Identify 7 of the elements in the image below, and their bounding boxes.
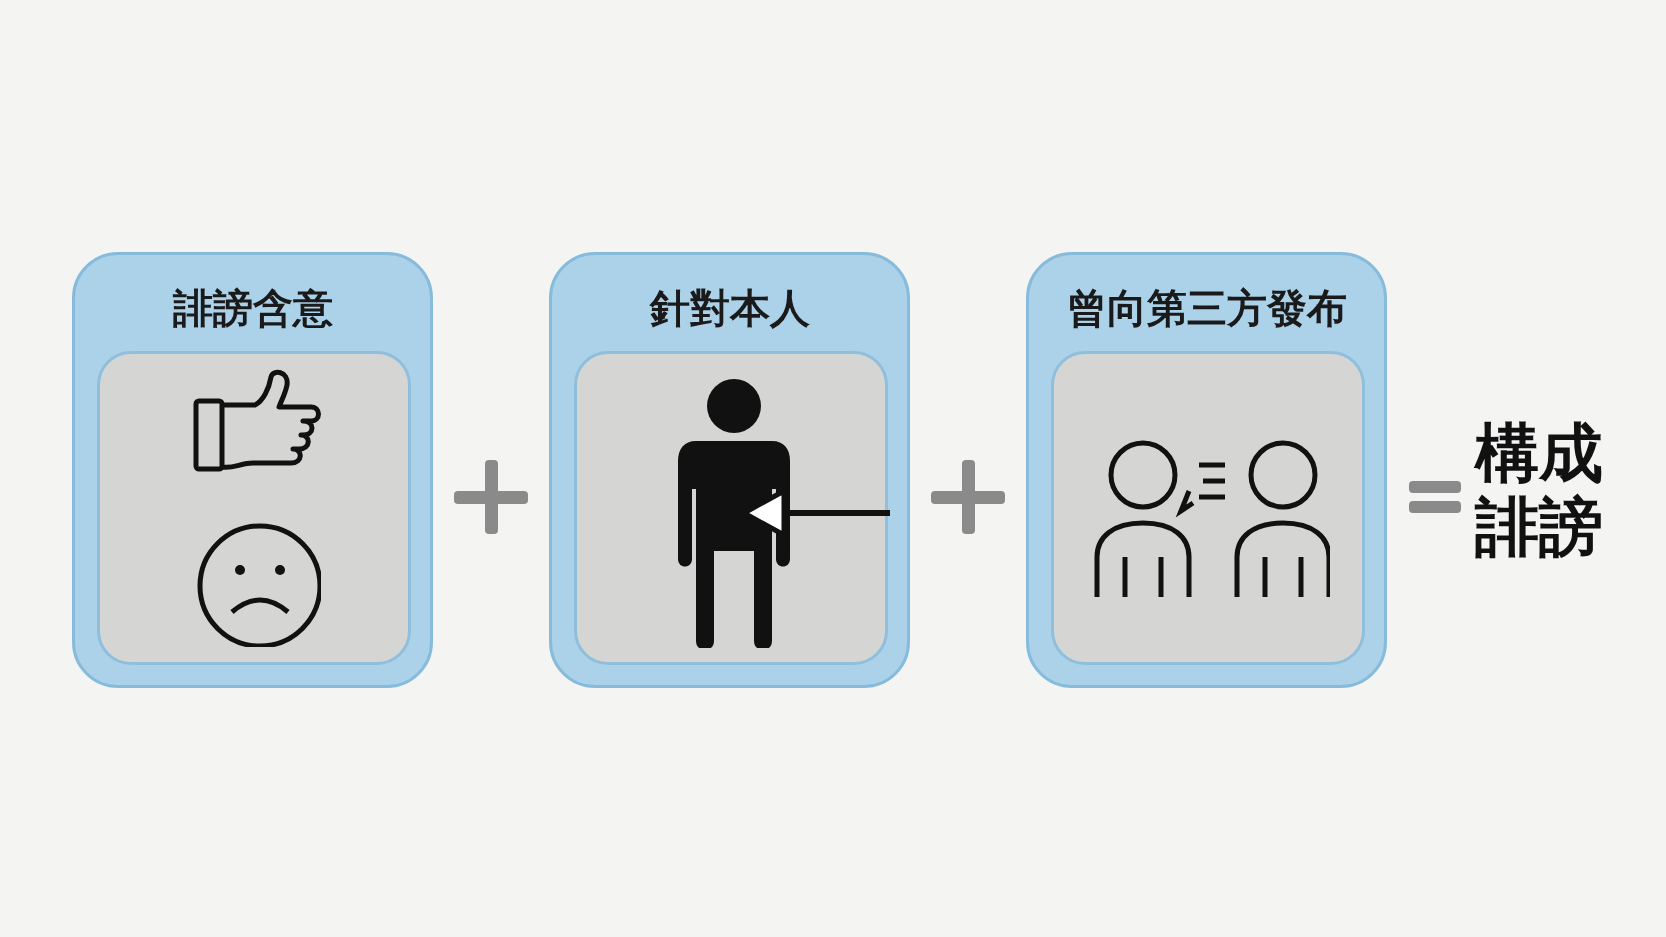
card-heading: 誹謗含意 bbox=[171, 284, 334, 333]
result-text: 構成誹謗 bbox=[1475, 417, 1603, 565]
criterion-card bbox=[549, 252, 910, 688]
card-heading: 曾向第三方發布 bbox=[1065, 284, 1348, 333]
criterion-card bbox=[72, 252, 433, 688]
card-heading: 針對本人 bbox=[648, 284, 811, 333]
criterion-card bbox=[1026, 252, 1387, 688]
